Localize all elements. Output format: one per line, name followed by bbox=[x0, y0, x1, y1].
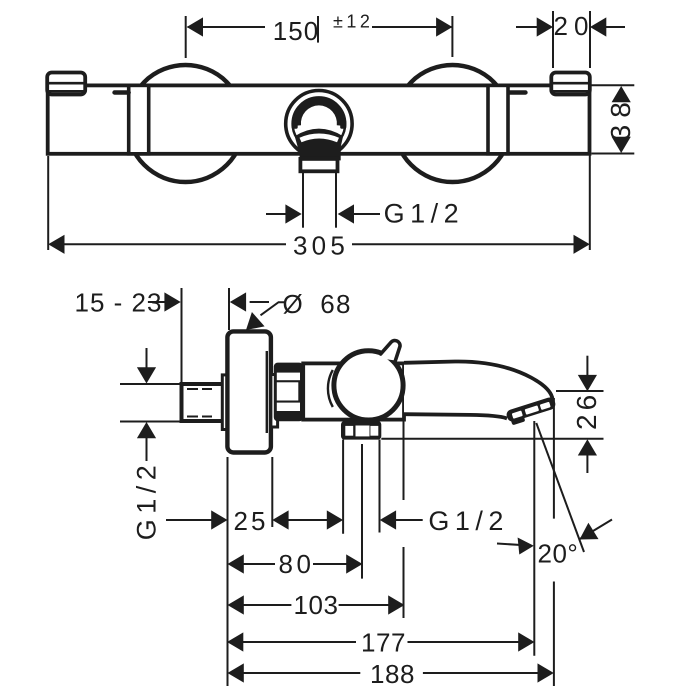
svg-text:188: 188 bbox=[370, 659, 415, 689]
svg-text:38: 38 bbox=[605, 95, 636, 140]
svg-text:177: 177 bbox=[361, 628, 406, 658]
svg-text:25: 25 bbox=[234, 506, 269, 536]
svg-text:68: 68 bbox=[320, 289, 351, 319]
svg-text:305: 305 bbox=[293, 230, 349, 260]
svg-text:Ø: Ø bbox=[283, 289, 303, 319]
svg-text:G1/2: G1/2 bbox=[384, 199, 465, 229]
svg-text:±12: ±12 bbox=[333, 12, 373, 32]
svg-text:80: 80 bbox=[279, 549, 315, 579]
svg-text:20: 20 bbox=[554, 11, 595, 41]
svg-text:103: 103 bbox=[294, 590, 339, 620]
svg-text:G1/2: G1/2 bbox=[131, 460, 161, 541]
svg-text:150: 150 bbox=[273, 16, 319, 46]
svg-text:G1/2: G1/2 bbox=[428, 506, 509, 536]
svg-text:26: 26 bbox=[571, 391, 602, 430]
svg-text:15 - 23: 15 - 23 bbox=[75, 288, 163, 318]
svg-text:20°: 20° bbox=[538, 539, 579, 569]
